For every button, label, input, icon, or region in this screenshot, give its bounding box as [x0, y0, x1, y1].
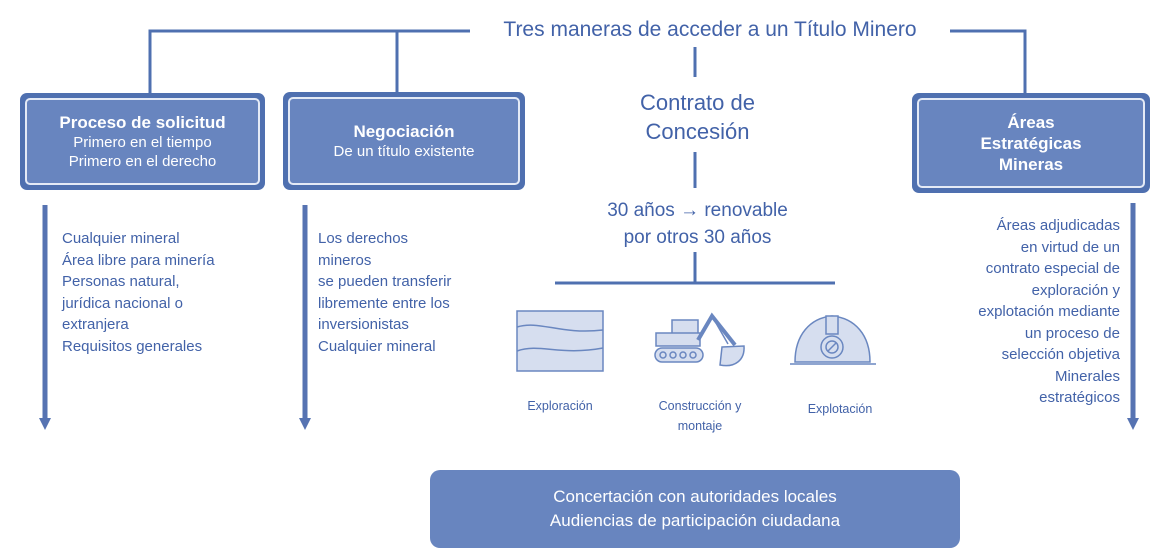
detail-item: mineros [318, 251, 372, 269]
detail-item: Requisitos generales [62, 337, 203, 355]
detail-item: Área libre para minería [62, 251, 215, 269]
phase-construccion-label: Construcción y montaje [635, 396, 765, 436]
footer-line: Audiencias de participación ciudadana [549, 511, 841, 530]
phase-exploracion-label: Exploración [527, 399, 593, 413]
duration-line: por otros 30 años [623, 227, 772, 248]
terrain-layers-icon [516, 310, 604, 372]
detail-item: exploración y [1031, 281, 1120, 299]
detail-item: extranjera [62, 316, 129, 333]
label-line: Construcción y [658, 399, 742, 413]
box-title: Negociación [353, 122, 455, 141]
footer-line: Concertación con autoridades locales [553, 487, 837, 506]
details-areas: Áreas adjudicadas en virtud de un contra… [978, 215, 1120, 409]
connector-top-left [148, 29, 475, 93]
detail-item: Cualquier mineral [318, 337, 436, 355]
excavator-icon [654, 312, 745, 367]
title-line: Concesión [645, 119, 750, 144]
label-line: montaje [677, 419, 723, 433]
contrato-concesion-title: Contrato de Concesión [580, 88, 815, 146]
detail-item: Personas natural, [62, 273, 180, 290]
details-solicitud: Cualquier mineral Área libre para minerí… [62, 228, 215, 357]
detail-item: Áreas adjudicadas [996, 217, 1120, 234]
detail-item: libremente entre los [318, 294, 450, 312]
detail-item: selección objetiva [1001, 346, 1120, 363]
box-negociacion: Negociación De un título existente [283, 92, 525, 190]
arrow-head-icon [1127, 418, 1139, 430]
detail-item: inversionistas [318, 316, 409, 333]
box-title: Estratégicas [980, 133, 1082, 153]
detail-item: explotación mediante [978, 303, 1120, 320]
connector-top-right [945, 29, 1027, 93]
phase-explotacion-label: Explotación [807, 402, 873, 416]
diagram-title: Tres maneras de acceder a un Título Mine… [470, 18, 950, 42]
detail-item: jurídica nacional o [62, 294, 183, 312]
box-proceso-solicitud: Proceso de solicitud Primero en el tiemp… [20, 93, 265, 190]
detail-item: Los derechos [318, 230, 409, 247]
detail-item: un proceso de [1024, 324, 1120, 342]
box-title: Mineras [998, 154, 1064, 174]
box-title: Áreas [1007, 112, 1055, 132]
detail-item: Cualquier mineral [62, 230, 180, 247]
box-subtitle: Primero en el derecho [68, 153, 217, 170]
detail-item: contrato especial de [985, 260, 1120, 277]
details-negociacion: Los derechos mineros se pueden transferi… [318, 228, 451, 357]
duration-line: 30 años → renovable [607, 200, 788, 221]
detail-item: se pueden transferir [318, 273, 452, 290]
box-areas-estrategicas: Áreas Estratégicas Mineras [912, 93, 1150, 193]
detail-item: en virtud de un [1020, 238, 1120, 256]
box-subtitle: De un título existente [333, 143, 475, 160]
detail-item: estratégicos [1039, 389, 1120, 406]
arrow-head-icon [39, 418, 51, 430]
box-title: Proceso de solicitud [59, 113, 226, 132]
arrow-head-icon [299, 418, 311, 430]
contrato-duration: 30 años → renovable por otros 30 años [560, 197, 835, 251]
footer-box: Concertación con autoridades locales Aud… [430, 470, 960, 548]
miner-helmet-icon [790, 315, 876, 365]
detail-item: Minerales [1054, 367, 1120, 385]
title-line: Contrato de [640, 90, 755, 115]
box-subtitle: Primero en el tiempo [73, 134, 212, 151]
